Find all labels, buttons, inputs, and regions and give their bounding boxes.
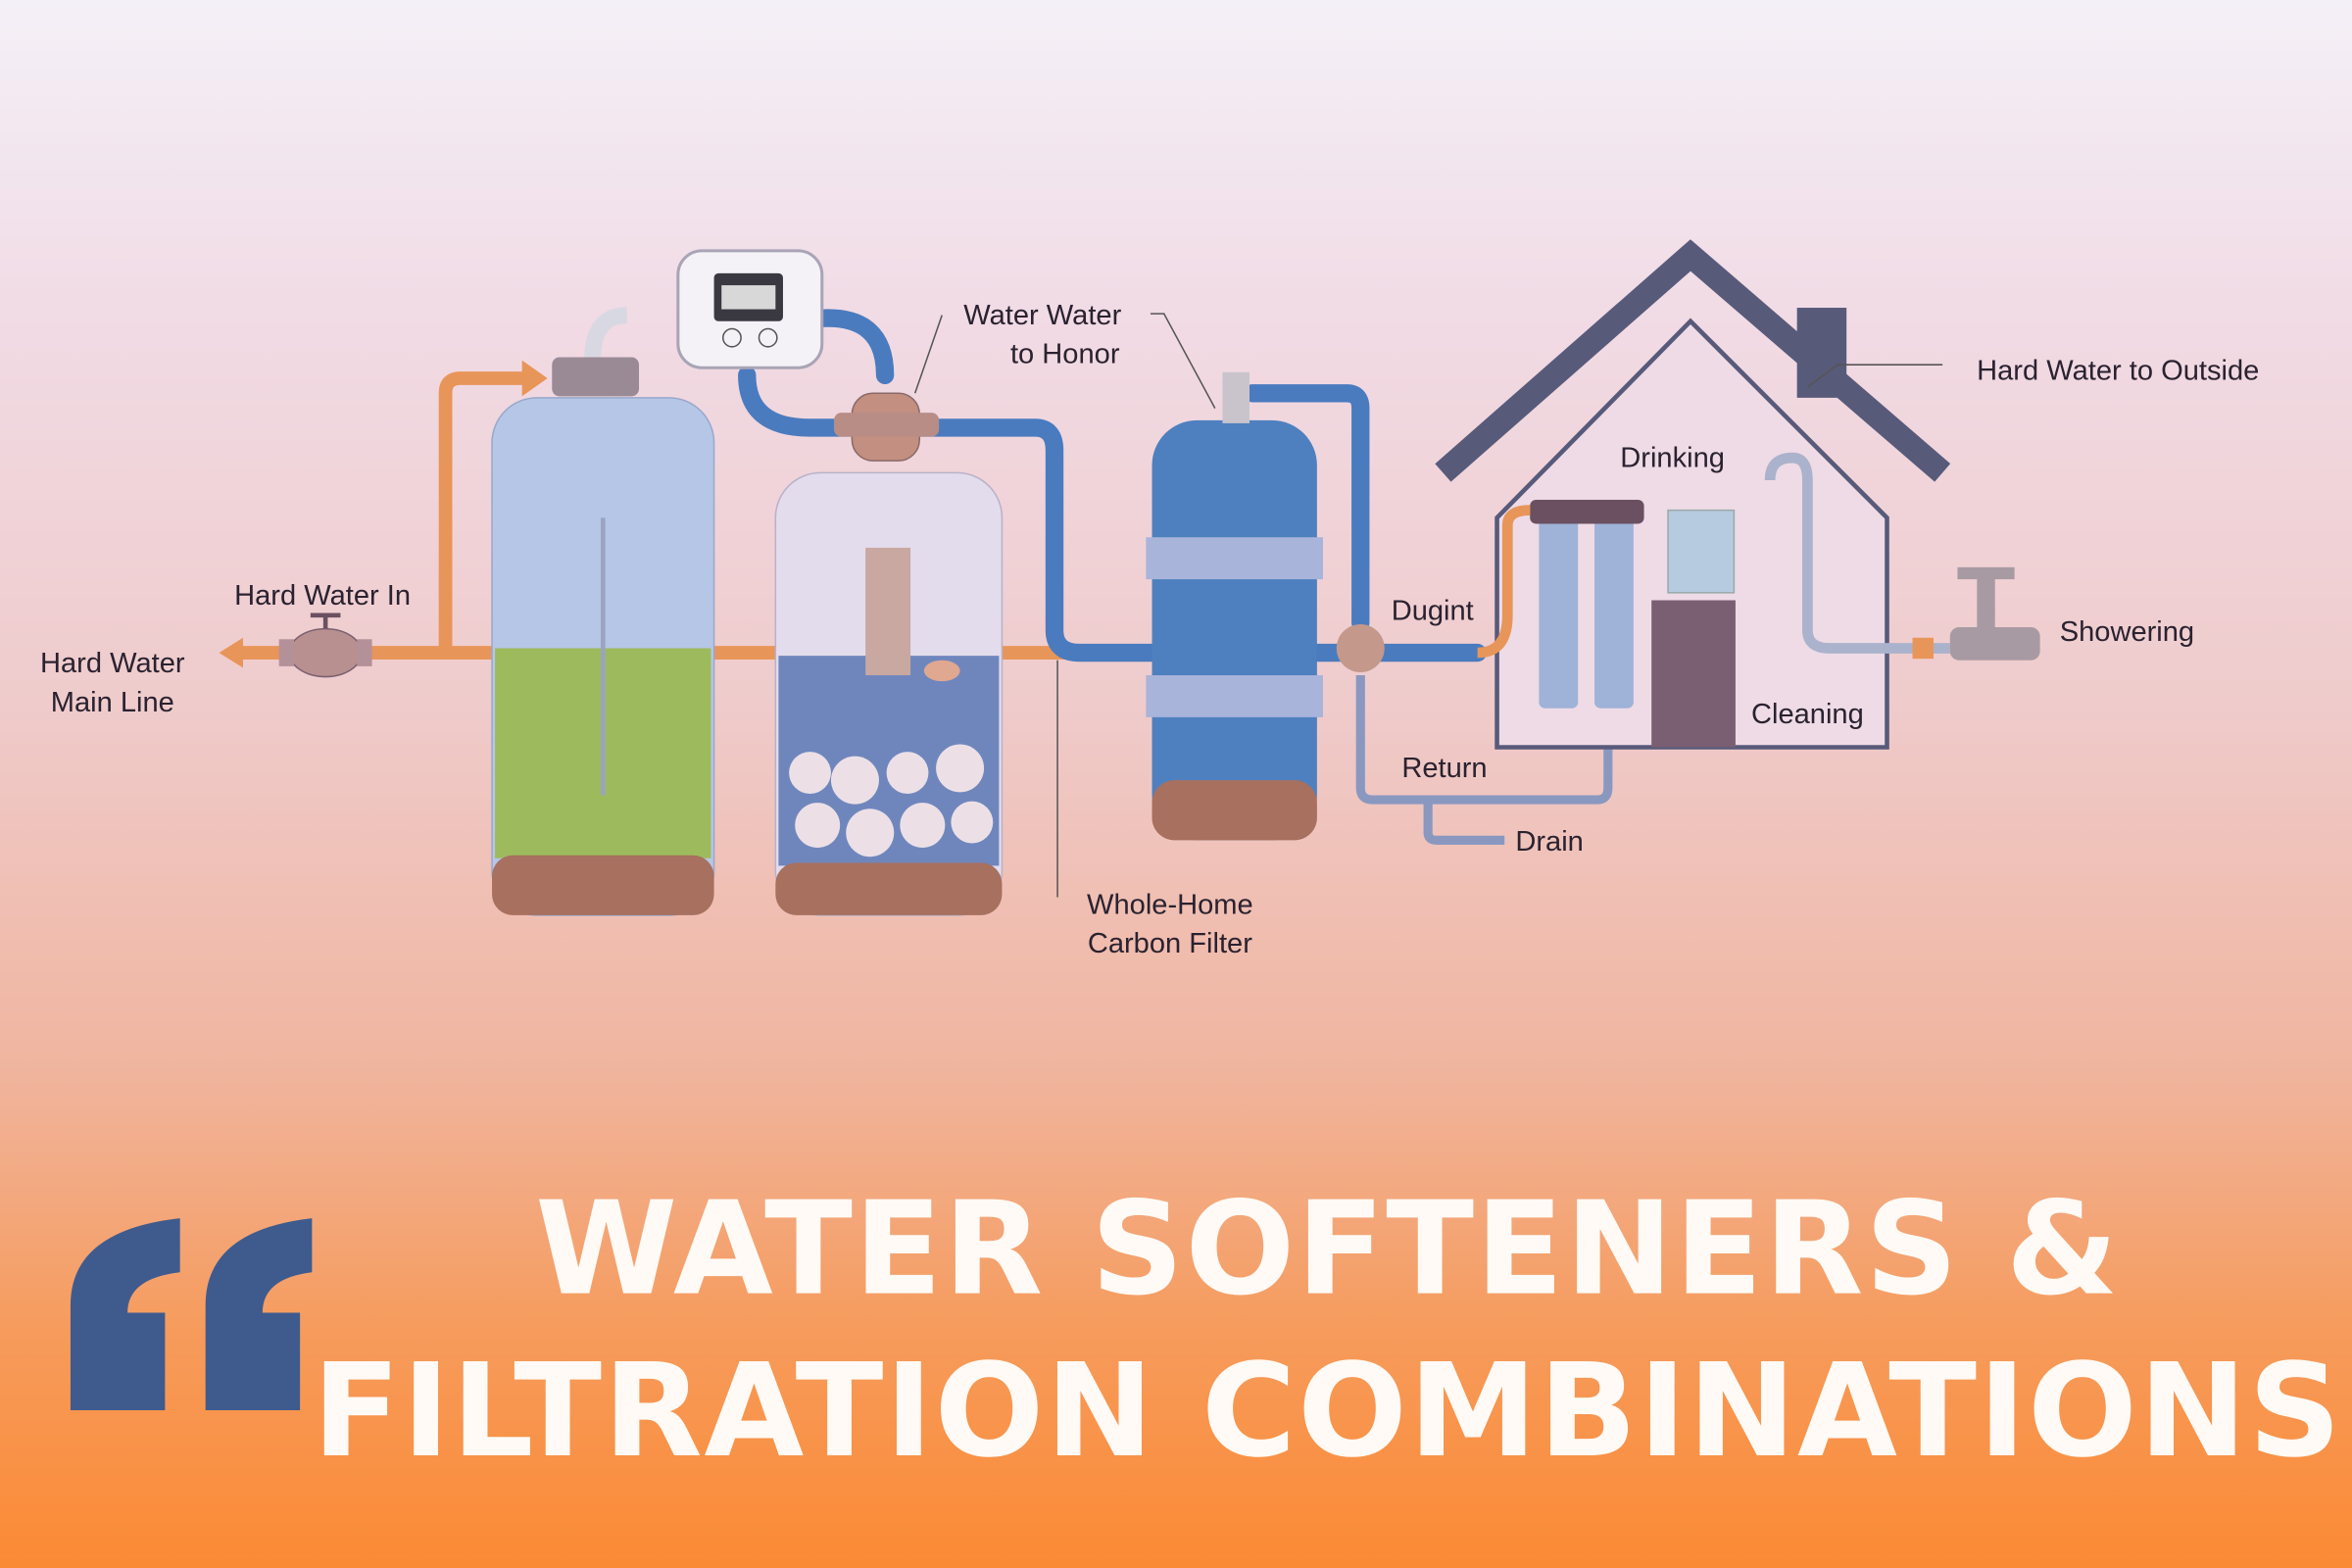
banner-title-line-2: FILTRATION COMBINATIONS — [313, 1337, 2343, 1487]
label-water-to-home-2: to Honor — [1010, 339, 1120, 370]
return-drain-pipe — [1355, 675, 1613, 845]
label-drain: Drain — [1515, 826, 1584, 858]
carbon-filter-tank — [1146, 371, 1385, 841]
inflow-arrow-icon — [521, 360, 548, 397]
label-dugint: Dugint — [1392, 595, 1474, 626]
label-cleaning: Cleaning — [1751, 699, 1864, 730]
outdoor-spigot-icon — [1949, 566, 2040, 661]
resin-tank — [491, 357, 715, 916]
label-carbon-filter-2: Carbon Filter — [1088, 928, 1252, 959]
quote-icon — [70, 1218, 313, 1411]
banner-title-line-1: WATER SOFTENERS & — [535, 1175, 2120, 1325]
label-return: Return — [1401, 753, 1487, 784]
controller-head — [676, 249, 824, 369]
label-main-line: Hard Water — [40, 648, 185, 679]
soft-water-pipe — [738, 309, 1487, 662]
label-carbon-filter: Whole-Home — [1087, 889, 1253, 920]
house — [1435, 239, 2040, 750]
outflow-arrow-icon — [219, 637, 243, 668]
label-drinking: Drinking — [1620, 442, 1725, 473]
label-main-line-2: Main Line — [51, 687, 174, 718]
leader-lines — [913, 313, 1216, 898]
label-water-to-home: Water Water — [963, 300, 1121, 331]
label-hard-water-in: Hard Water In — [234, 580, 411, 612]
label-showering: Showering — [2060, 616, 2194, 648]
main-valve — [278, 612, 372, 678]
control-valve — [834, 392, 940, 462]
brine-tank — [774, 471, 1004, 916]
bypass-pipe — [584, 307, 628, 361]
label-hard-water-outside: Hard Water to Outside — [1977, 356, 2259, 387]
